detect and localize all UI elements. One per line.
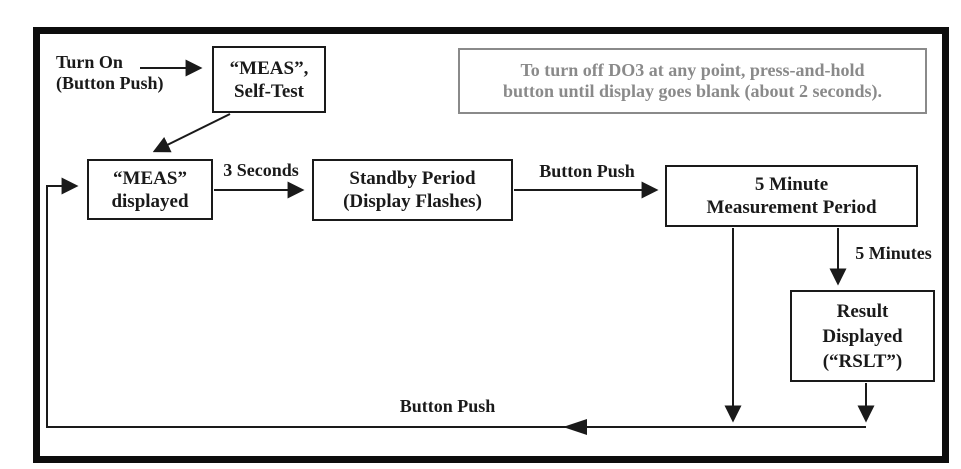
state-box-standby: Standby Period (Display Flashes)	[312, 159, 513, 221]
state-box-result: Result Displayed (“RSLT”)	[790, 290, 935, 382]
meas-self-test-line1: “MEAS”,	[229, 57, 309, 79]
result-line1: Result	[836, 300, 889, 322]
note-line2: button until display goes blank (about 2…	[502, 81, 883, 101]
meas-displayed-line2: displayed	[111, 190, 189, 212]
note-box: To turn off DO3 at any point, press-and-…	[458, 48, 927, 114]
standby-line1: Standby Period	[349, 168, 476, 189]
button-push-bottom-label: Button Push	[399, 396, 496, 416]
state-box-meas-self-test: “MEAS”, Self-Test	[212, 46, 326, 113]
result-line3: (“RSLT”)	[822, 350, 903, 372]
note-line1: To turn off DO3 at any point, press-and-…	[520, 60, 865, 80]
turn-on-line2: (Button Push)	[56, 73, 164, 93]
turn-on-line1: Turn On	[56, 52, 123, 72]
state-box-meas-displayed: “MEAS” displayed	[87, 159, 213, 220]
five-minutes-label: 5 Minutes	[855, 243, 932, 263]
meas-self-test-line2: Self-Test	[233, 80, 305, 102]
meas-displayed-line1: “MEAS”	[113, 167, 187, 189]
result-line2: Displayed	[822, 325, 903, 347]
measurement-line1: 5 Minute	[754, 174, 829, 195]
state-box-measurement: 5 Minute Measurement Period	[665, 165, 918, 227]
measurement-line2: Measurement Period	[706, 197, 877, 218]
button-push-top-label: Button Push	[539, 161, 635, 181]
turn-on-label: Turn On (Button Push)	[56, 52, 164, 94]
three-seconds-label: 3 Seconds	[223, 160, 299, 180]
standby-line2: (Display Flashes)	[343, 191, 482, 212]
